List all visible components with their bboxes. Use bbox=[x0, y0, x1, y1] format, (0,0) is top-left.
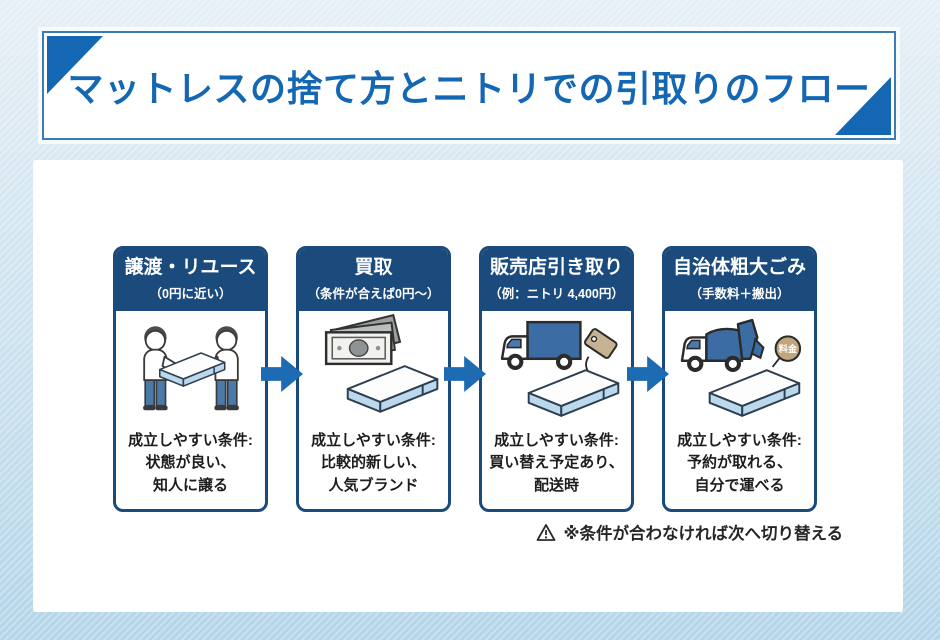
flow-card-reuse: 譲渡・リユース （0円に近い） bbox=[113, 246, 268, 512]
card-header: 自治体粗大ごみ （手数料＋搬出） bbox=[665, 249, 814, 311]
card-title: 自治体粗大ごみ bbox=[672, 257, 806, 278]
title-banner: マットレスの捨て方とニトリでの引取りのフロー bbox=[42, 31, 896, 140]
flow-card-buyback: 買取 （条件が合えば0円〜） bbox=[296, 246, 451, 512]
flow-cards-row: 譲渡・リユース （0円に近い） bbox=[113, 246, 817, 512]
delivery-truck-illustration-icon bbox=[482, 311, 631, 430]
footnote-text: ※条件が合わなければ次へ切り替える bbox=[563, 525, 843, 543]
card-subtitle: （手数料＋搬出） bbox=[689, 286, 790, 301]
card-conditions: 成立しやすい条件: 比較的新しい、 人気ブランド bbox=[299, 430, 448, 510]
card-header: 買取 （条件が合えば0円〜） bbox=[299, 249, 448, 311]
condition-line: 知人に譲る bbox=[152, 476, 228, 494]
card-header: 販売店引き取り （例：ニトリ 4,400円） bbox=[482, 249, 631, 311]
card-conditions: 成立しやすい条件: 状態が良い、 知人に譲る bbox=[116, 430, 265, 510]
condition-line: 成立しやすい条件: bbox=[311, 431, 436, 449]
condition-line: 予約が取れる、 bbox=[686, 454, 792, 471]
page-title: マットレスの捨て方とニトリでの引取りのフロー bbox=[67, 67, 871, 109]
footnote: ※条件が合わなければ次へ切り替える bbox=[536, 520, 843, 544]
flow-card-retailer-pickup: 販売店引き取り （例：ニトリ 4,400円） bbox=[479, 246, 634, 512]
content-panel: 譲渡・リユース （0円に近い） bbox=[33, 160, 903, 612]
card-conditions: 成立しやすい条件: 予約が取れる、 自分で運べる bbox=[665, 430, 814, 510]
card-title: 買取 bbox=[354, 257, 393, 278]
condition-line: 比較的新しい、 bbox=[320, 454, 426, 471]
fee-badge-label: 料金 bbox=[778, 343, 797, 354]
condition-line: 配送時 bbox=[533, 476, 579, 494]
flow-card-municipal-waste: 自治体粗大ごみ （手数料＋搬出） 料金 bbox=[662, 246, 817, 512]
people-handover-illustration-icon bbox=[116, 311, 265, 430]
condition-line: 状態が良い、 bbox=[145, 454, 236, 471]
card-conditions: 成立しやすい条件: 買い替え予定あり、 配送時 bbox=[482, 430, 631, 510]
card-header: 譲渡・リユース （0円に近い） bbox=[116, 249, 265, 311]
card-title: 販売店引き取り bbox=[489, 257, 623, 278]
cash-mattress-illustration-icon bbox=[299, 311, 448, 430]
condition-line: 成立しやすい条件: bbox=[677, 431, 802, 449]
card-subtitle: （0円に近い） bbox=[149, 286, 232, 301]
condition-line: 買い替え予定あり、 bbox=[489, 454, 624, 471]
card-subtitle: （条件が合えば0円〜） bbox=[307, 286, 440, 301]
card-title: 譲渡・リユース bbox=[124, 257, 257, 278]
condition-line: 成立しやすい条件: bbox=[128, 431, 253, 449]
garbage-truck-illustration-icon: 料金 bbox=[665, 311, 814, 430]
condition-line: 成立しやすい条件: bbox=[494, 431, 619, 449]
condition-line: 自分で運べる bbox=[694, 476, 785, 494]
condition-line: 人気ブランド bbox=[328, 476, 419, 494]
card-subtitle: （例：ニトリ 4,400円） bbox=[489, 286, 624, 301]
warning-triangle-icon bbox=[537, 523, 556, 541]
